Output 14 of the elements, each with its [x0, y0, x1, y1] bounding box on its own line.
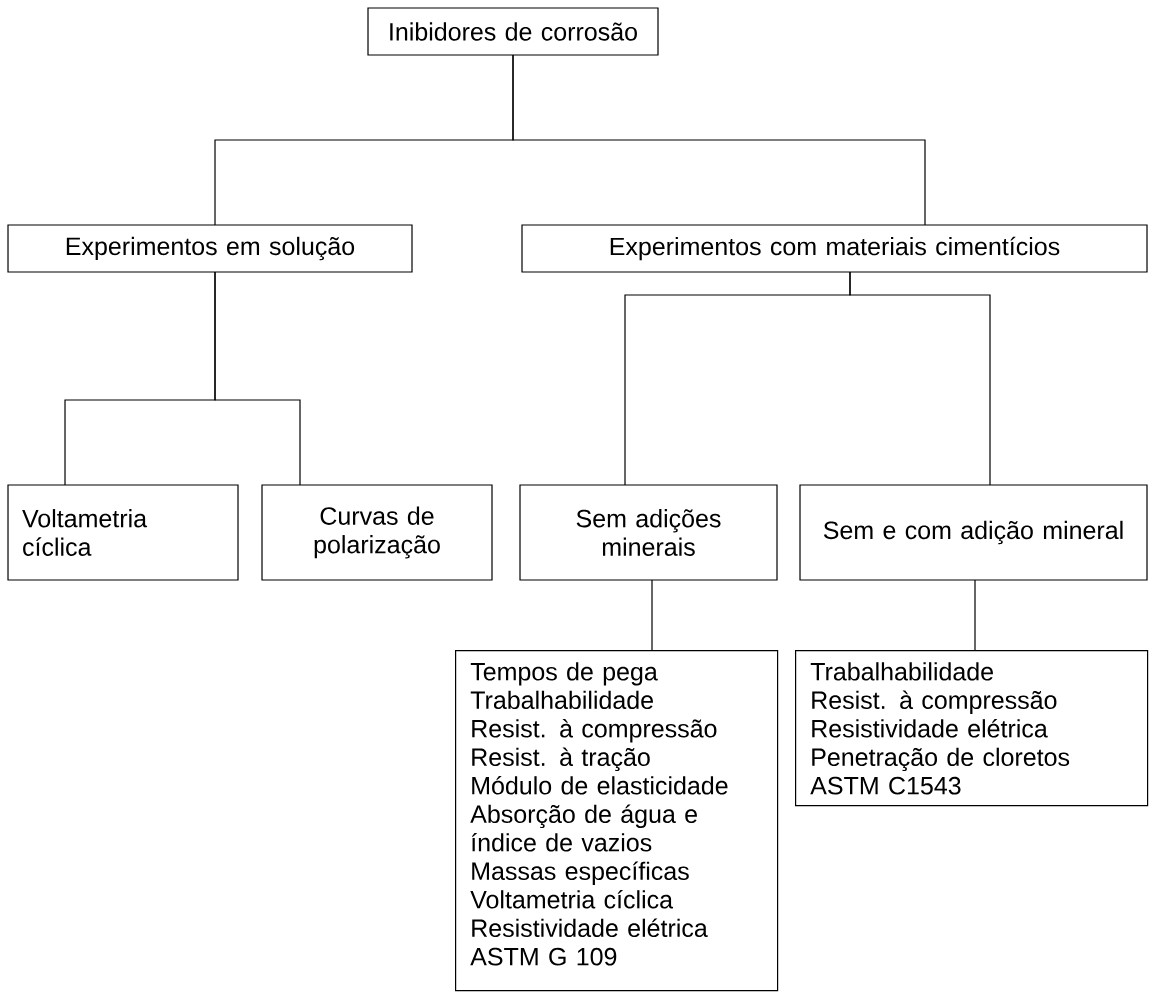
- process-box: Voltametria cíclica: [7, 484, 239, 581]
- connector-line: [651, 579, 653, 651]
- connector-line: [512, 54, 926, 226]
- root-box: Inibidores de corrosão: [367, 7, 659, 56]
- process-box: Experimentos em solução: [7, 224, 413, 273]
- list-box: Tempos de pega Trabalhabilidade Resist. à compressão Resist. à tração Módulo de elasticidade Absorção de água e índice de vazios Massas específicas Voltametria cíclica Resistividade elétrica ASTM G 109: [455, 650, 779, 992]
- process-box: Curvas de polarização: [261, 484, 493, 581]
- process-box: Sem adições minerais: [519, 484, 778, 581]
- list-box: Trabalhabilidade Resist. à compressão Resistividade elétrica Penetração de cloretos ASTM C1543: [795, 650, 1149, 807]
- connector-line: [849, 271, 991, 486]
- connector-line: [214, 271, 301, 486]
- connector-line: [974, 579, 976, 651]
- process-box: Sem e com adição mineral: [799, 484, 1148, 581]
- process-box: Experimentos com materiais cimentícios: [521, 224, 1148, 273]
